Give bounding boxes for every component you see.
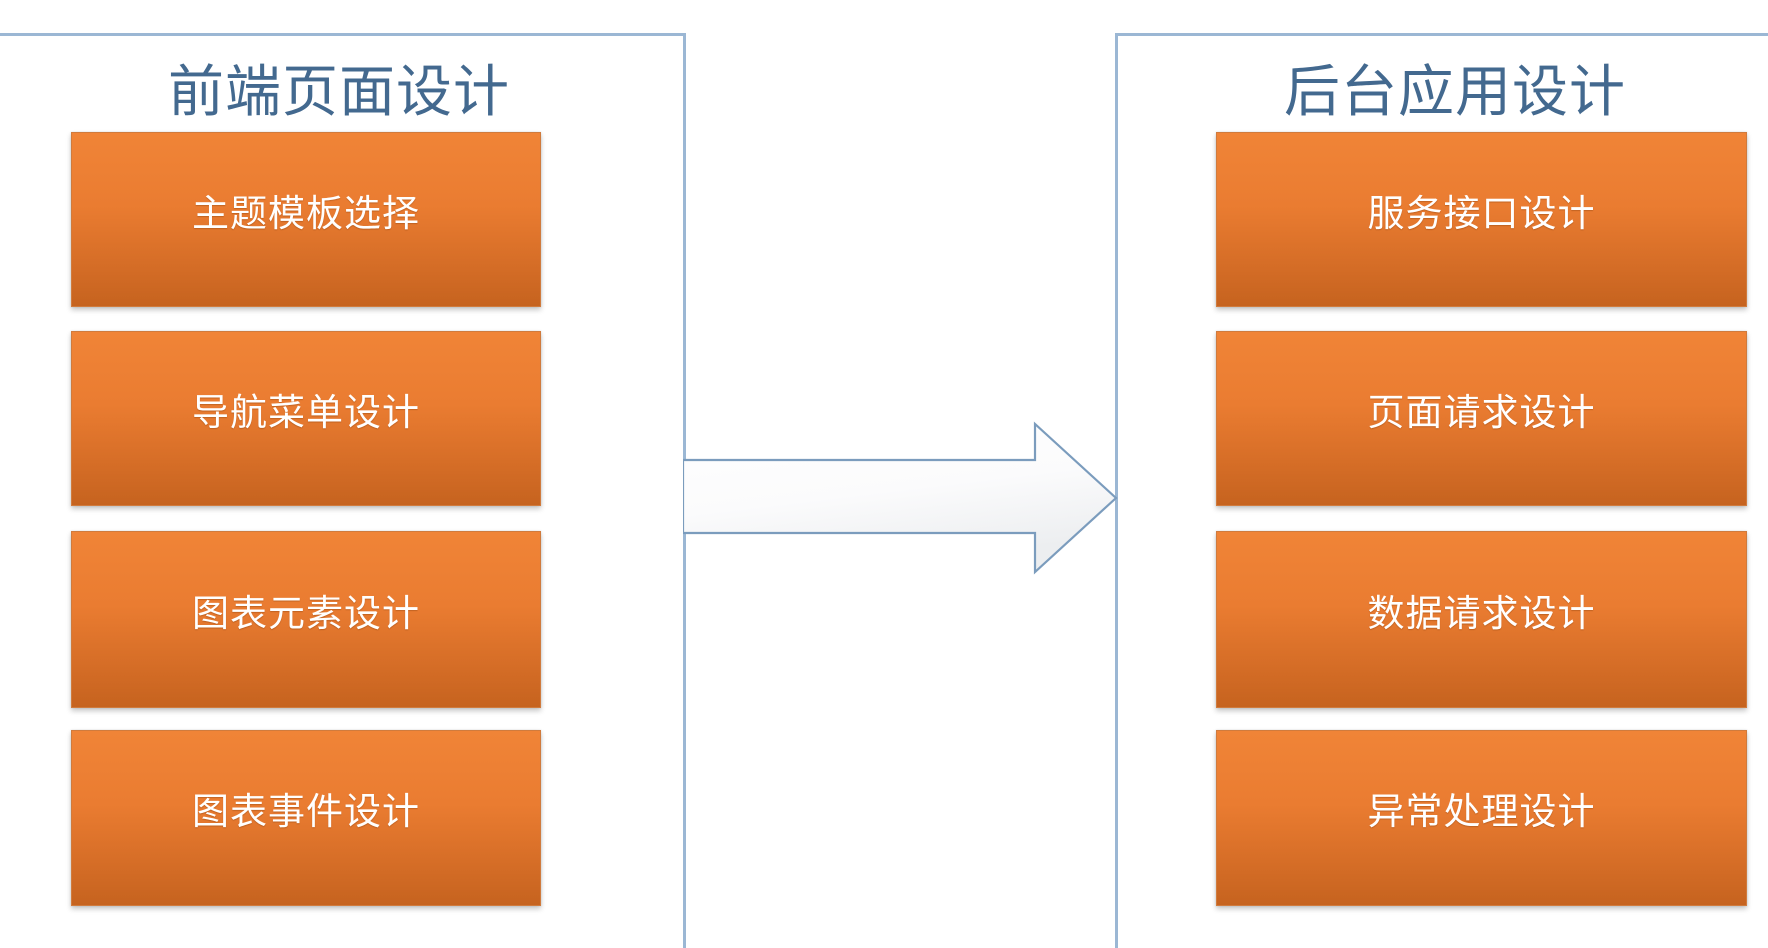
right-arrow-icon (683, 421, 1118, 575)
process-box-label: 异常处理设计 (1367, 791, 1596, 832)
left-panel-title: 前端页面设计 (168, 60, 510, 123)
process-box-label: 导航菜单设计 (192, 391, 420, 433)
process-box-left-3[interactable]: 图表元素设计 (71, 531, 541, 708)
process-box-left-2[interactable]: 导航菜单设计 (71, 331, 541, 506)
process-box-right-1[interactable]: 服务接口设计 (1216, 132, 1747, 307)
process-box-left-4[interactable]: 图表事件设计 (71, 730, 541, 906)
process-box-right-3[interactable]: 数据请求设计 (1216, 531, 1747, 708)
process-box-label: 图表元素设计 (192, 592, 420, 634)
process-box-left-1[interactable]: 主题模板选择 (71, 132, 541, 307)
process-box-right-4[interactable]: 异常处理设计 (1216, 730, 1747, 906)
process-box-label: 服务接口设计 (1367, 192, 1596, 234)
process-box-right-2[interactable]: 页面请求设计 (1216, 331, 1747, 506)
process-box-label: 图表事件设计 (192, 791, 420, 832)
process-box-label: 主题模板选择 (192, 192, 420, 234)
right-panel-title: 后台应用设计 (1284, 60, 1626, 123)
process-box-label: 页面请求设计 (1367, 391, 1596, 433)
flow-connector (683, 418, 1123, 578)
process-box-label: 数据请求设计 (1367, 592, 1596, 634)
